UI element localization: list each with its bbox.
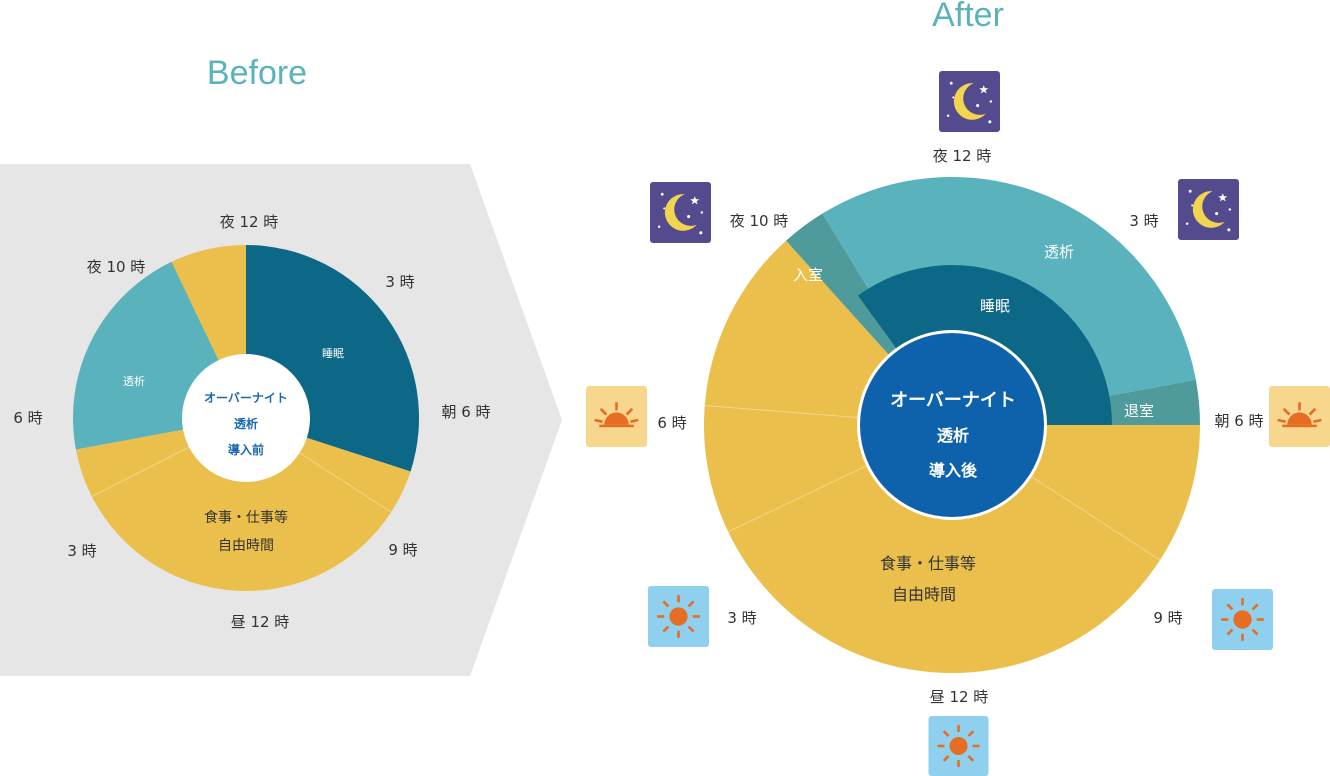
moon-stars-icon xyxy=(650,182,711,243)
before-time-9am: 9 時 xyxy=(388,541,417,559)
after-header: After xyxy=(932,0,1004,34)
after-time-noon12: 昼 12 時 xyxy=(930,688,989,706)
after-divider-line xyxy=(1031,476,1161,561)
before-time-3pm: 3 時 xyxy=(67,542,96,560)
after-clock xyxy=(704,177,1200,674)
before-time-noon12: 昼 12 時 xyxy=(231,613,290,631)
after-time-night10: 夜 10 時 xyxy=(730,212,789,230)
before-center-line1: オーバーナイト xyxy=(204,391,288,405)
before-time-night12: 夜 12 時 xyxy=(220,213,279,231)
before-time-6pm: 6 時 xyxy=(13,409,42,427)
after-center-line2: 透析 xyxy=(937,426,969,445)
after-exit-label: 退室 xyxy=(1124,402,1154,420)
after-center-line3: 導入後 xyxy=(929,461,978,480)
before-divider-line xyxy=(91,446,190,497)
before-divider-line xyxy=(299,452,392,513)
before-center-line2: 透析 xyxy=(234,416,258,431)
before-sleep-label: 睡眠 xyxy=(322,347,344,360)
after-center-line1: オーバーナイト xyxy=(890,390,1016,411)
before-clock xyxy=(73,245,419,591)
after-time-3pm: 3 時 xyxy=(727,609,756,627)
before-time-morning6: 朝 6 時 xyxy=(441,403,490,421)
before-free-label-line2: 自由時間 xyxy=(218,538,274,554)
before-time-night10: 夜 10 時 xyxy=(87,258,146,276)
after-dialysis-label: 透析 xyxy=(1044,243,1074,261)
after-time-9am: 9 時 xyxy=(1153,609,1182,627)
after-time-6pm: 6 時 xyxy=(657,414,686,432)
after-free-label-line2: 自由時間 xyxy=(892,585,956,604)
after-center-circle xyxy=(860,333,1044,517)
after-divider-line xyxy=(727,465,867,533)
after-enter-label: 入室 xyxy=(793,266,823,284)
sun-icon xyxy=(928,716,989,776)
sun-icon xyxy=(1212,589,1273,650)
sunrise-icon xyxy=(1269,386,1330,447)
before-free-label-line1: 食事・仕事等 xyxy=(204,509,288,526)
sun-icon xyxy=(648,586,709,647)
moon-stars-icon xyxy=(939,71,1000,132)
after-time-morning6: 朝 6 時 xyxy=(1214,412,1263,430)
sunrise-icon xyxy=(586,386,647,447)
after-sleep-label: 睡眠 xyxy=(980,297,1010,315)
before-header: Before xyxy=(207,54,307,92)
before-center-circle xyxy=(182,354,310,482)
after-divider-line xyxy=(704,405,858,419)
after-time-night12: 夜 12 時 xyxy=(933,147,992,165)
before-time-3am: 3 時 xyxy=(385,273,414,291)
before-free-time-day-segment xyxy=(75,418,411,591)
after-free-label-line1: 食事・仕事等 xyxy=(880,554,976,573)
moon-stars-icon xyxy=(1178,179,1239,240)
after-time-3am: 3 時 xyxy=(1129,212,1158,230)
before-center-line3: 導入前 xyxy=(228,442,264,457)
before-dialysis-label: 透析 xyxy=(123,374,145,388)
